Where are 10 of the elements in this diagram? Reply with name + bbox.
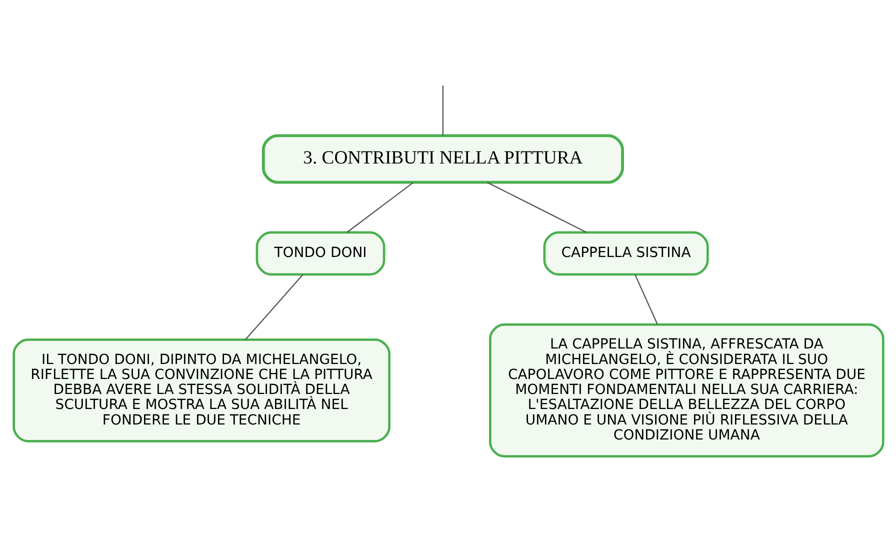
node-box: CAPPELLA SISTINA (542, 230, 708, 276)
connector (346, 181, 414, 232)
node-box: LA CAPPELLA SISTINA, AFFRESCATA DA MICHELANGELO, È CONSIDERATA IL SUO CAPOLAVORO COME PITTORE E RAPPRESENTA DUE MOMENTI FONDAMENTALI NELLA SUA CARRIERA: L'ESALTAZIONE DELLA BELLEZZA DEL CORPO UMANO E UNA VISIONE PIÙ RIFLESSIVA DELLA CONDIZIONE UMANA (488, 322, 884, 457)
connector (486, 181, 586, 232)
connector (442, 85, 444, 136)
node-box: TONDO DONI (255, 230, 385, 276)
node-box: IL TONDO DONI, DIPINTO DA MICHELANGELO, RIFLETTE LA SUA CONVINZIONE CHE LA PITTURA DEBBA AVERE LA STESSA SOLIDITÀ DELLA SCULTURA E MOSTRA LA SUA ABILITÀ NEL FONDERE LE DUE TECNICHE (12, 338, 390, 442)
connector (244, 274, 303, 340)
node-box: 3. CONTRIBUTI NELLA PITTURA (261, 134, 624, 184)
connector (634, 274, 658, 324)
